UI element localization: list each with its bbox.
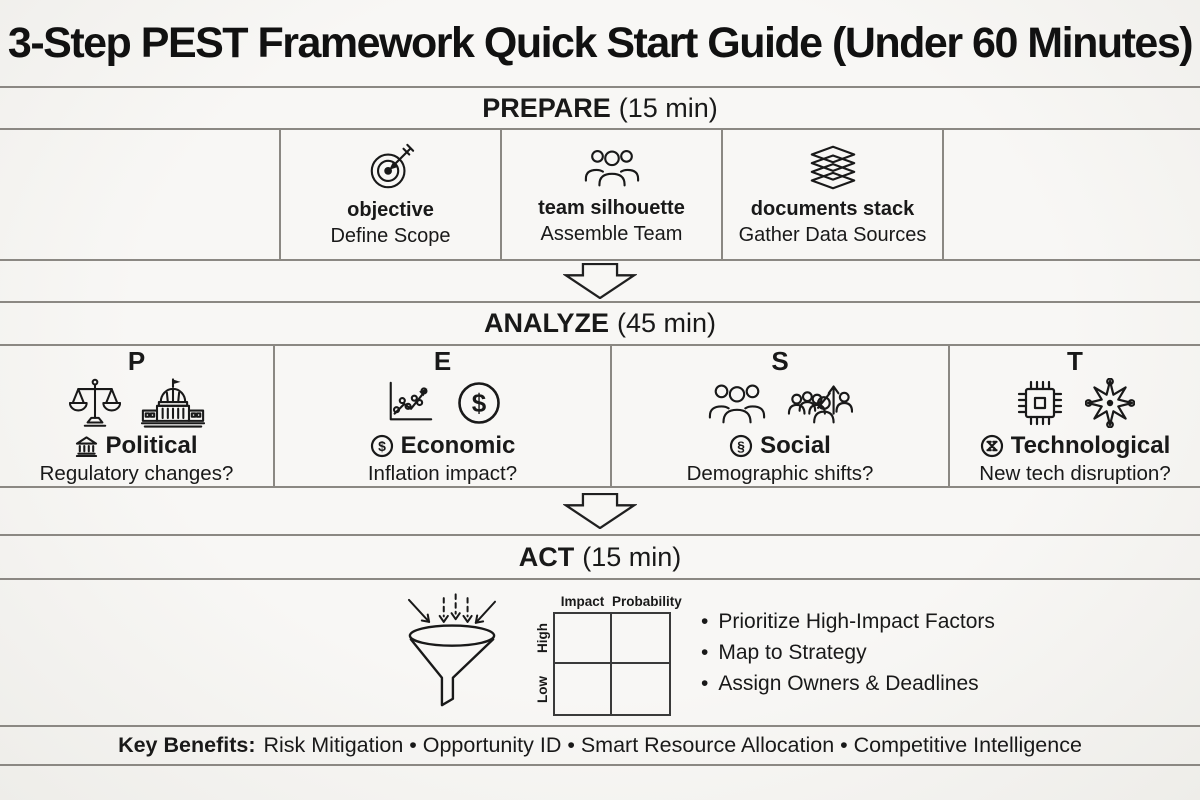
bullet-dot: • bbox=[701, 610, 709, 633]
bullet-dot: • bbox=[701, 641, 709, 664]
flow-arrow-2 bbox=[0, 488, 1200, 536]
pest-question: Regulatory changes? bbox=[39, 462, 234, 485]
pest-question: Demographic shifts? bbox=[686, 462, 874, 485]
pest-column-social: S bbox=[610, 346, 948, 486]
pest-column-political: P bbox=[0, 346, 273, 486]
people-group-icon bbox=[708, 384, 766, 424]
prepare-step-documents: documents stack Gather Data Sources bbox=[721, 130, 944, 259]
matrix-cell bbox=[555, 664, 612, 714]
down-arrow-icon bbox=[563, 493, 637, 529]
technological-icons bbox=[1015, 376, 1135, 431]
tech-circle-icon bbox=[980, 434, 1003, 457]
bank-icon bbox=[76, 436, 98, 457]
matrix-col-header: Probability bbox=[612, 594, 682, 609]
social-icons bbox=[707, 376, 853, 431]
prepare-step-label: objective bbox=[347, 199, 434, 221]
page-title: 3-Step PEST Framework Quick Start Guide … bbox=[7, 18, 1194, 67]
analyze-heading: ANALYZE (45 min) bbox=[0, 303, 1200, 346]
crowd-growth-icon bbox=[787, 385, 853, 424]
prepare-columns: objective Define Scope team silhouette A… bbox=[279, 130, 944, 259]
capitol-icon bbox=[140, 378, 205, 428]
title-band: 3-Step PEST Framework Quick Start Guide … bbox=[0, 0, 1200, 88]
political-label-row: Political bbox=[75, 431, 198, 459]
team-silhouette-icon bbox=[584, 150, 639, 187]
bullet-text: Assign Owners & Deadlines bbox=[718, 672, 979, 695]
bottom-margin bbox=[0, 766, 1200, 800]
prepare-heading-label: PREPARE bbox=[482, 92, 611, 123]
scales-icon bbox=[68, 379, 121, 428]
economic-icons: $ bbox=[384, 376, 502, 431]
chip-icon bbox=[1017, 381, 1063, 426]
documents-stack-icon bbox=[810, 145, 855, 190]
political-icons bbox=[68, 376, 205, 431]
analyze-row: P bbox=[0, 346, 1200, 488]
down-arrow-icon bbox=[563, 263, 637, 299]
pest-label: Social bbox=[760, 431, 831, 459]
dollar-circle-small-icon: $ bbox=[370, 434, 393, 457]
act-bullet: • Assign Owners & Deadlines bbox=[701, 672, 995, 696]
pest-column-economic: E $ bbox=[273, 346, 610, 486]
matrix-col-header: Impact bbox=[560, 594, 605, 609]
svg-text:$: $ bbox=[471, 388, 486, 418]
social-label-row: § Social bbox=[729, 431, 831, 459]
prepare-step-sublabel: Define Scope bbox=[330, 225, 451, 247]
matrix-row-headers: High Low bbox=[532, 612, 553, 716]
prepare-heading: PREPARE (15 min) bbox=[0, 88, 1200, 130]
funnel-icon bbox=[407, 593, 497, 707]
key-benefits-label: Key Benefits: bbox=[118, 733, 256, 757]
prepare-heading-time: (15 min) bbox=[618, 92, 718, 123]
svg-text:§: § bbox=[737, 438, 745, 454]
act-heading-label: ACT bbox=[518, 541, 575, 572]
act-heading: ACT (15 min) bbox=[0, 536, 1200, 580]
impact-probability-matrix: Impact Probability High Low bbox=[532, 590, 682, 716]
pest-letter: P bbox=[127, 346, 146, 376]
trend-chart-icon bbox=[389, 382, 432, 421]
key-benefits: Key Benefits: Risk Mitigation • Opportun… bbox=[0, 727, 1200, 766]
bullet-text: Prioritize High-Impact Factors bbox=[718, 610, 995, 633]
pest-label: Technological bbox=[1010, 431, 1171, 459]
analyze-heading-time: (45 min) bbox=[617, 308, 717, 338]
matrix-row-header: Low bbox=[535, 676, 550, 704]
pest-letter: T bbox=[1067, 346, 1083, 376]
matrix-cell bbox=[555, 614, 612, 664]
prepare-step-team: team silhouette Assemble Team bbox=[500, 130, 721, 259]
analyze-heading-label: ANALYZE bbox=[483, 308, 609, 338]
prepare-row: objective Define Scope team silhouette A… bbox=[0, 130, 1200, 261]
flow-arrow-1 bbox=[0, 261, 1200, 303]
prepare-step-label: team silhouette bbox=[538, 197, 685, 219]
pest-question: Inflation impact? bbox=[367, 462, 518, 485]
key-benefits-text: Risk Mitigation • Opportunity ID • Smart… bbox=[263, 733, 1082, 757]
pest-letter: E bbox=[433, 346, 452, 376]
dollar-circle-icon: $ bbox=[457, 382, 500, 425]
act-bullet: • Map to Strategy bbox=[701, 641, 995, 665]
pest-label: Economic bbox=[400, 431, 516, 459]
target-icon bbox=[370, 143, 414, 189]
matrix-grid bbox=[553, 612, 671, 716]
matrix-cell bbox=[612, 614, 669, 664]
pest-question: New tech disruption? bbox=[979, 462, 1171, 485]
matrix-column-headers: Impact Probability bbox=[553, 590, 682, 612]
atom-icon bbox=[1085, 378, 1135, 429]
technological-label-row: Technological bbox=[980, 431, 1171, 459]
act-row: Impact Probability High Low • Priorit bbox=[0, 580, 1200, 727]
svg-text:$: $ bbox=[378, 438, 386, 454]
prepare-step-sublabel: Gather Data Sources bbox=[738, 224, 927, 246]
act-bullet: • Prioritize High-Impact Factors bbox=[701, 610, 995, 634]
bullet-text: Map to Strategy bbox=[718, 641, 867, 664]
economic-label-row: $ Economic bbox=[370, 431, 516, 459]
funnel-wrap bbox=[398, 588, 506, 723]
pest-column-technological: T bbox=[948, 346, 1200, 486]
prepare-step-objective: objective Define Scope bbox=[279, 130, 500, 259]
matrix-cell bbox=[612, 664, 669, 714]
act-bullet-list: • Prioritize High-Impact Factors • Map t… bbox=[701, 610, 995, 696]
matrix-row-header: High bbox=[535, 623, 550, 653]
prepare-step-label: documents stack bbox=[750, 198, 915, 220]
bullet-dot: • bbox=[701, 672, 709, 695]
act-heading-time: (15 min) bbox=[582, 541, 682, 572]
prepare-step-sublabel: Assemble Team bbox=[540, 223, 683, 245]
pest-label: Political bbox=[105, 431, 198, 459]
pest-letter: S bbox=[771, 346, 789, 376]
section-circle-icon: § bbox=[730, 434, 753, 457]
